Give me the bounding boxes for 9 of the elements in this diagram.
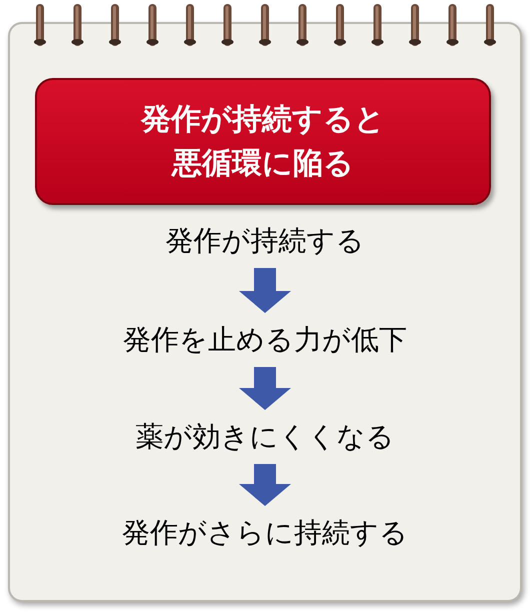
step-text: 発作がさらに持続する: [122, 515, 408, 551]
down-arrow: [239, 367, 291, 410]
step-text: 薬が効きにくくなる: [136, 419, 394, 455]
down-arrow: [239, 268, 291, 313]
banner-title: 発作が持続すると悪循環に陥る: [140, 100, 386, 182]
title-banner: [35, 78, 491, 205]
step-text: 発作を止める力が低下: [123, 322, 407, 358]
down-arrow: [239, 464, 291, 506]
step-text: 発作が持続する: [166, 223, 364, 259]
